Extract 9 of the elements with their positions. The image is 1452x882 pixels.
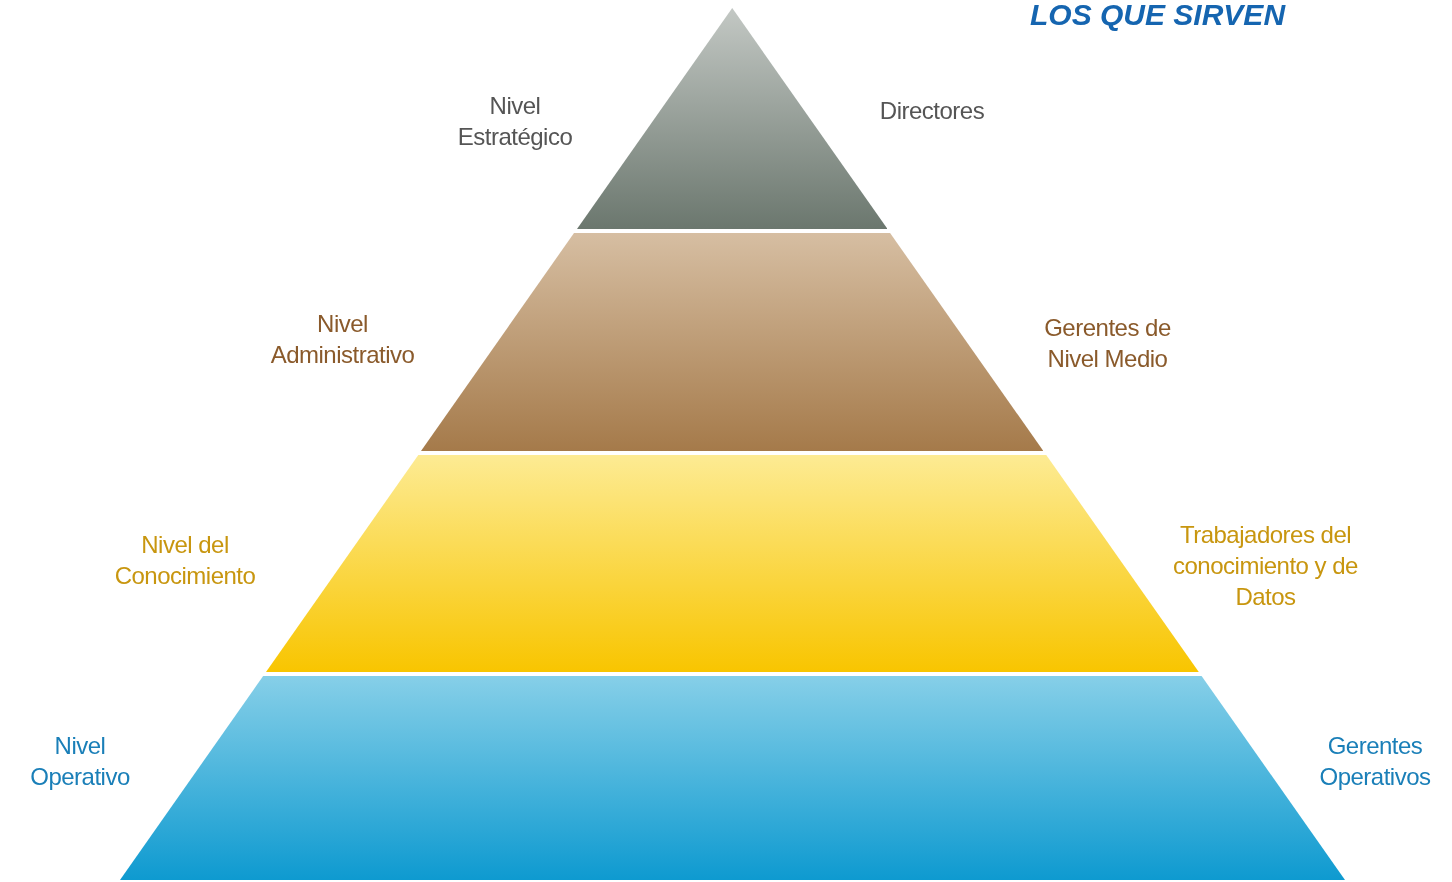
heading-text: LOS QUE SIRVEN bbox=[1030, 0, 1286, 30]
level-label: Nivel del Conocimiento bbox=[113, 530, 257, 591]
level-label: Nivel Administrativo bbox=[269, 309, 416, 370]
level-label: Gerentes de Nivel Medio bbox=[1043, 313, 1172, 374]
level-label: Gerentes Operativos bbox=[1318, 731, 1432, 792]
level-label: Nivel Estratégico bbox=[456, 91, 574, 152]
level-label: Trabajadores del conocimiento y de Datos bbox=[1172, 520, 1359, 612]
level-label: Directores bbox=[878, 96, 986, 126]
level-label: Nivel Operativo bbox=[29, 731, 131, 792]
